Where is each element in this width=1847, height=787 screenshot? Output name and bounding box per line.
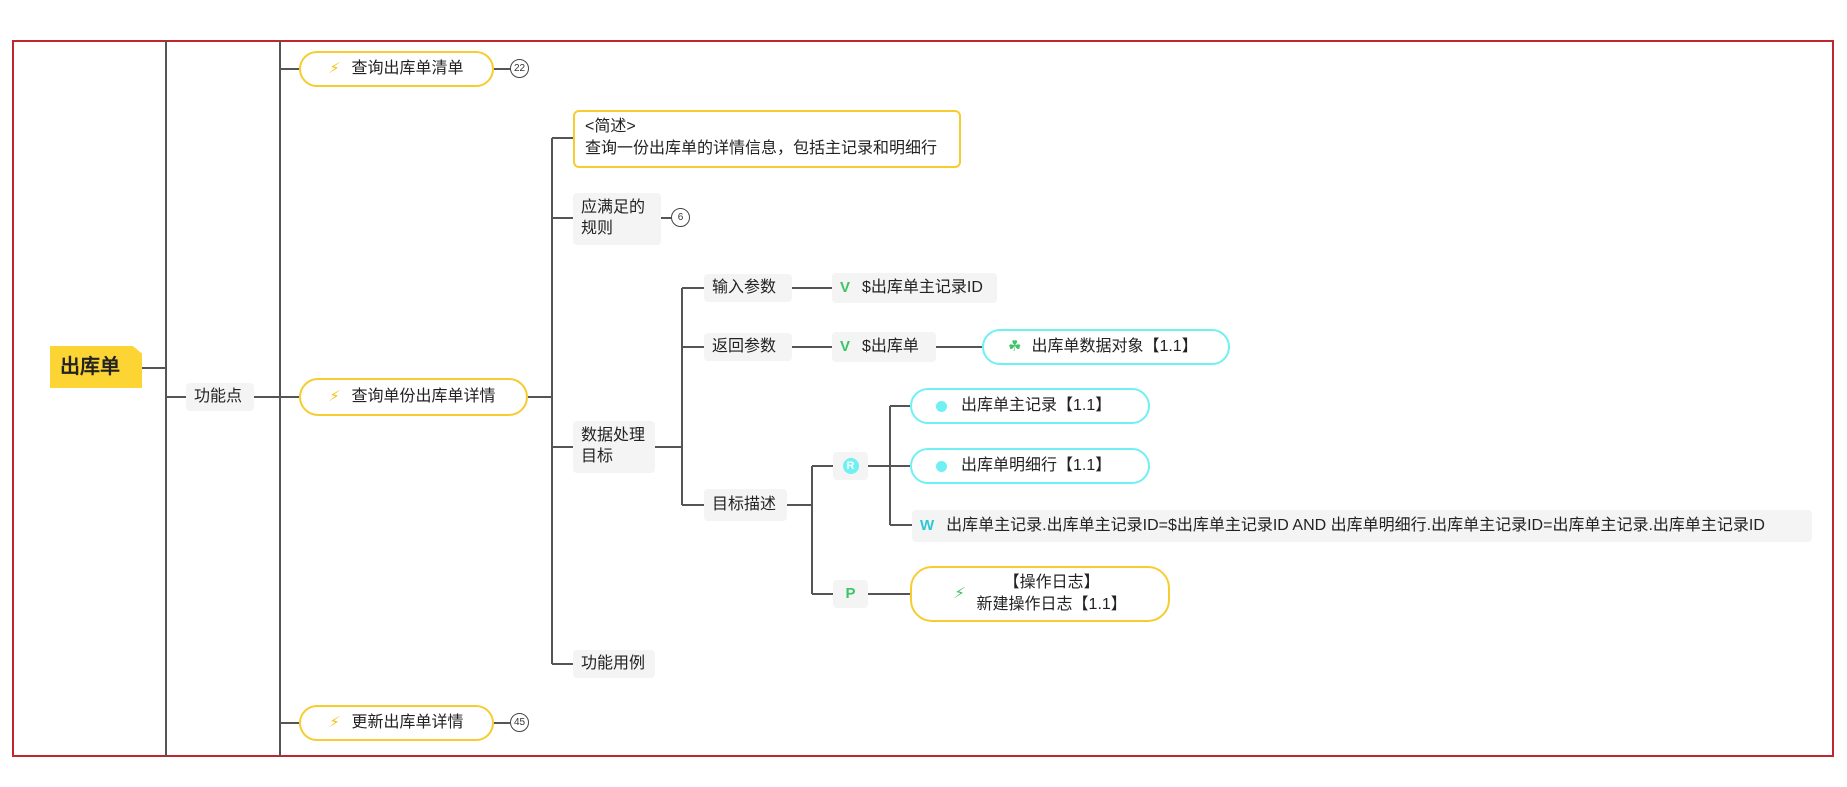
processing-node[interactable]: 数据处理 目标 bbox=[573, 421, 655, 473]
operation-log-action: 新建操作日志【1.1】 bbox=[976, 596, 1127, 613]
target-desc-label: 目标描述 bbox=[712, 496, 777, 513]
data-object-node[interactable]: ☘ 出库单数据对象【1.1】 bbox=[982, 329, 1230, 365]
output-variable-node[interactable]: V $出库单 bbox=[832, 332, 936, 362]
category-node-function-points[interactable]: 功能点 bbox=[186, 383, 254, 411]
record-node-detail[interactable]: 出库单明细行【1.1】 bbox=[910, 448, 1150, 484]
operation-log-title: 【操作日志】 bbox=[1003, 574, 1100, 591]
r-badge-icon: R bbox=[842, 458, 859, 474]
output-params-node[interactable]: 返回参数 bbox=[704, 333, 792, 361]
function-node-list[interactable]: ⚡ 查询出库单清单 bbox=[299, 51, 494, 87]
where-marker: W bbox=[920, 517, 935, 534]
where-condition-node[interactable]: W 出库单主记录.出库单主记录ID=$出库单主记录ID AND 出库单明细行.出… bbox=[912, 510, 1812, 542]
output-variable-label: $出库单 bbox=[862, 338, 919, 355]
input-params-label: 输入参数 bbox=[712, 279, 777, 296]
input-variable-label: $出库单主记录ID bbox=[862, 279, 983, 296]
record-label: 出库单主记录【1.1】 bbox=[961, 397, 1112, 414]
summary-node[interactable]: <简述> 查询一份出库单的详情信息，包括主记录和明细行 bbox=[573, 110, 961, 168]
summary-text: 查询一份出库单的详情信息，包括主记录和明细行 bbox=[585, 140, 938, 157]
root-node[interactable]: 出库单 bbox=[50, 346, 142, 388]
root-label: 出库单 bbox=[60, 356, 120, 378]
dot-icon bbox=[936, 400, 947, 412]
processing-label-line2: 目标 bbox=[581, 448, 614, 465]
input-variable-node[interactable]: V $出库单主记录ID bbox=[832, 273, 997, 303]
bolt-icon: ⚡ bbox=[327, 388, 342, 405]
data-object-label: 出库单数据对象【1.1】 bbox=[1031, 338, 1198, 355]
record-node-main[interactable]: 出库单主记录【1.1】 bbox=[910, 388, 1150, 424]
bolt-icon: ⚡ bbox=[952, 585, 967, 602]
use-case-label: 功能用例 bbox=[581, 655, 646, 672]
category-label: 功能点 bbox=[194, 388, 243, 405]
bolt-icon: ⚡ bbox=[327, 714, 342, 731]
process-marker-node[interactable]: P bbox=[833, 580, 868, 608]
collapsed-count-badge[interactable]: 45 bbox=[510, 713, 529, 732]
condition-label: 出库单主记录.出库单主记录ID=$出库单主记录ID AND 出库单明细行.出库单… bbox=[946, 517, 1765, 534]
variable-marker: V bbox=[840, 279, 851, 296]
summary-title: <简述> bbox=[585, 118, 636, 135]
dot-icon bbox=[936, 460, 947, 472]
bolt-icon: ⚡ bbox=[327, 60, 342, 77]
read-marker-node[interactable]: R bbox=[833, 452, 868, 480]
output-params-label: 返回参数 bbox=[712, 338, 777, 355]
process-marker: P bbox=[845, 585, 856, 602]
variable-marker: V bbox=[840, 338, 851, 355]
rules-node[interactable]: 应满足的 规则 bbox=[573, 193, 661, 245]
function-label: 更新出库单详情 bbox=[351, 714, 464, 731]
rules-label-line1: 应满足的 bbox=[581, 199, 646, 216]
collapsed-count-badge[interactable]: 6 bbox=[671, 208, 690, 227]
function-label: 查询出库单清单 bbox=[351, 60, 464, 77]
use-case-node[interactable]: 功能用例 bbox=[573, 650, 655, 678]
input-params-node[interactable]: 输入参数 bbox=[704, 274, 792, 302]
diagram-frame bbox=[12, 40, 1834, 757]
operation-log-node[interactable]: ⚡ 【操作日志】 新建操作日志【1.1】 bbox=[910, 566, 1170, 622]
processing-label-line1: 数据处理 bbox=[581, 427, 646, 444]
function-node-update[interactable]: ⚡ 更新出库单详情 bbox=[299, 705, 494, 741]
target-desc-node[interactable]: 目标描述 bbox=[704, 489, 787, 521]
function-node-detail[interactable]: ⚡ 查询单份出库单详情 bbox=[299, 378, 528, 416]
record-label: 出库单明细行【1.1】 bbox=[961, 457, 1112, 474]
cluster-icon: ☘ bbox=[1008, 338, 1022, 355]
collapsed-count-badge[interactable]: 22 bbox=[510, 59, 529, 78]
function-label: 查询单份出库单详情 bbox=[351, 388, 496, 405]
rules-label-line2: 规则 bbox=[581, 220, 614, 237]
